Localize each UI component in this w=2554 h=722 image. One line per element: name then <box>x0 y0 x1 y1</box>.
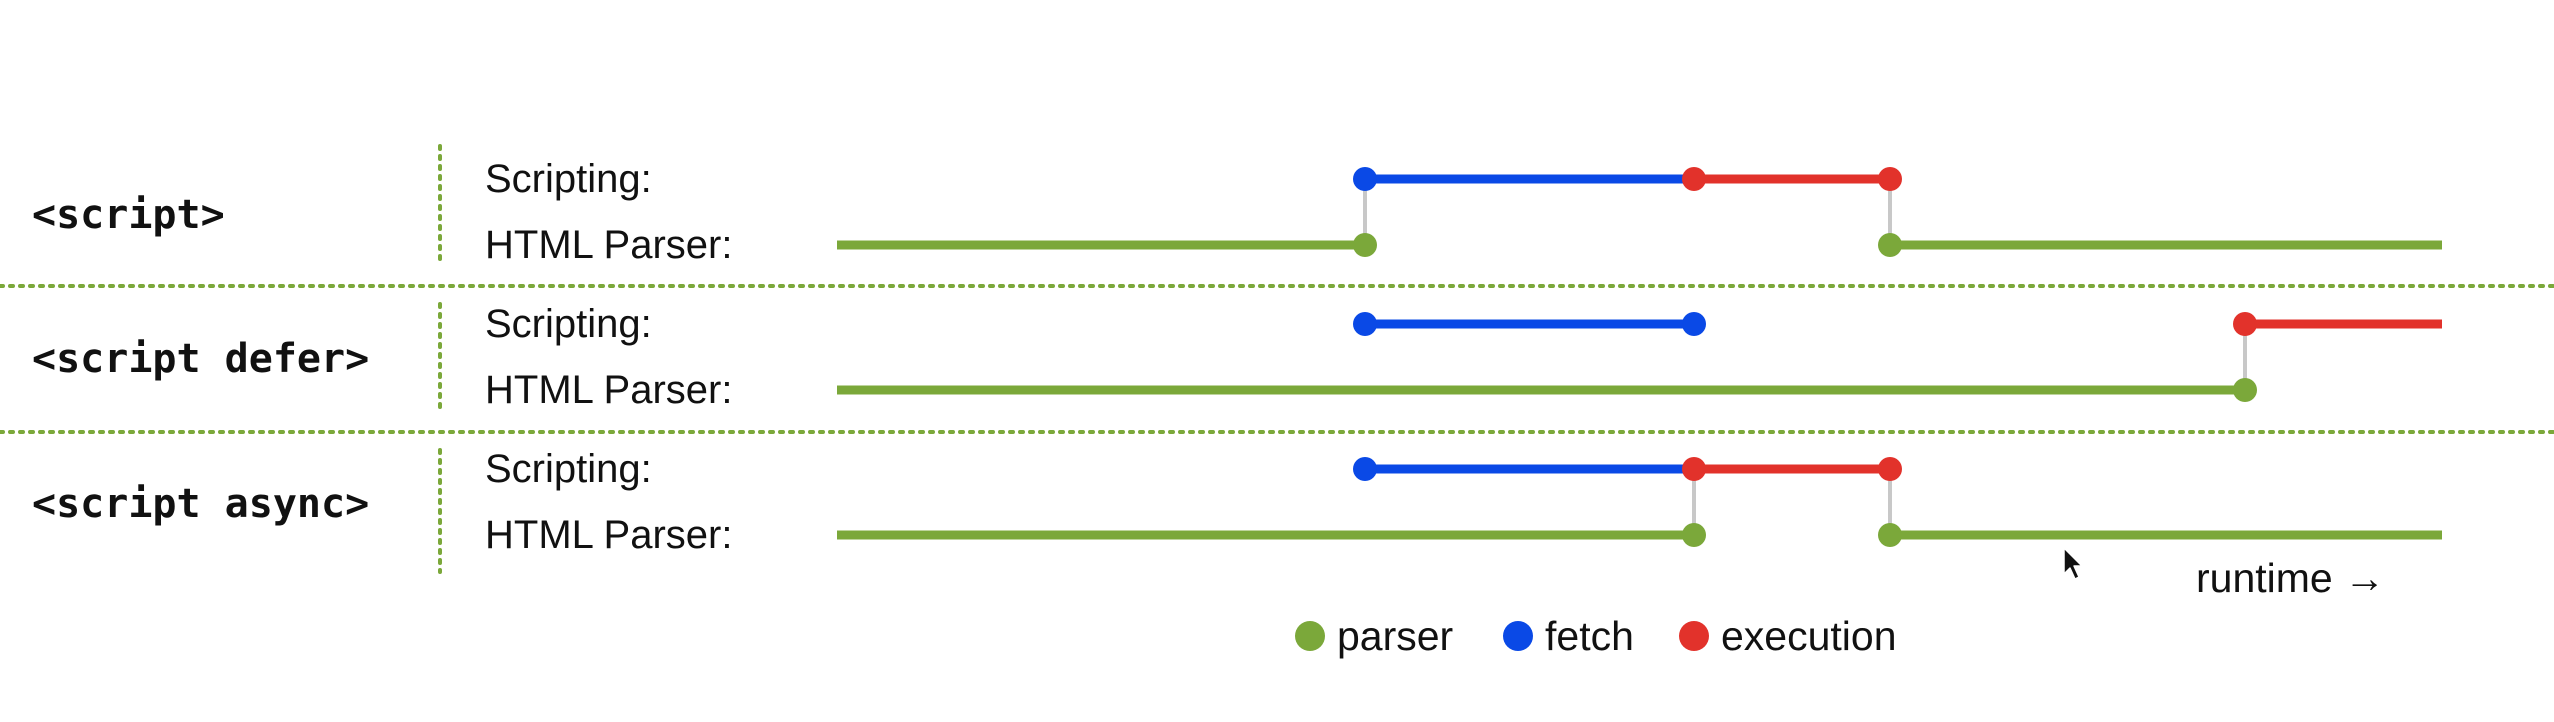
scripting-row-label: Scripting: <box>485 447 652 491</box>
fetch-dot <box>1353 312 1377 336</box>
execution-dot <box>1878 167 1902 191</box>
runtime-label: runtime → <box>2196 555 2385 601</box>
parser-dot <box>1878 233 1902 257</box>
scripting-row-label: Scripting: <box>485 157 652 201</box>
execution-dot <box>2233 312 2257 336</box>
parser-dot <box>1878 523 1902 547</box>
parser-dot <box>2233 378 2257 402</box>
fetch-dot <box>1682 312 1706 336</box>
section-title-script: <script> <box>32 192 225 238</box>
html-parser-row-label: HTML Parser: <box>485 223 732 267</box>
legend-execution-label: execution <box>1721 613 1897 659</box>
html-parser-row-label: HTML Parser: <box>485 368 732 412</box>
legend-execution-dot <box>1679 621 1709 651</box>
legend-fetch-dot <box>1503 621 1533 651</box>
execution-dot <box>1878 457 1902 481</box>
html-parser-row-label: HTML Parser: <box>485 513 732 557</box>
section-title-script-async: <script async> <box>32 481 369 527</box>
parser-dot <box>1353 233 1377 257</box>
fetch-dot <box>1353 457 1377 481</box>
execution-dot <box>1682 457 1706 481</box>
parser-dot <box>1682 523 1706 547</box>
legend-fetch-label: fetch <box>1545 613 1634 659</box>
legend-parser-label: parser <box>1337 613 1453 659</box>
legend-parser-dot <box>1295 621 1325 651</box>
scripting-row-label: Scripting: <box>485 302 652 346</box>
fetch-dot <box>1353 167 1377 191</box>
execution-dot <box>1682 167 1706 191</box>
mouse-cursor-icon <box>2063 547 2083 580</box>
section-title-script-defer: <script defer> <box>32 336 369 382</box>
